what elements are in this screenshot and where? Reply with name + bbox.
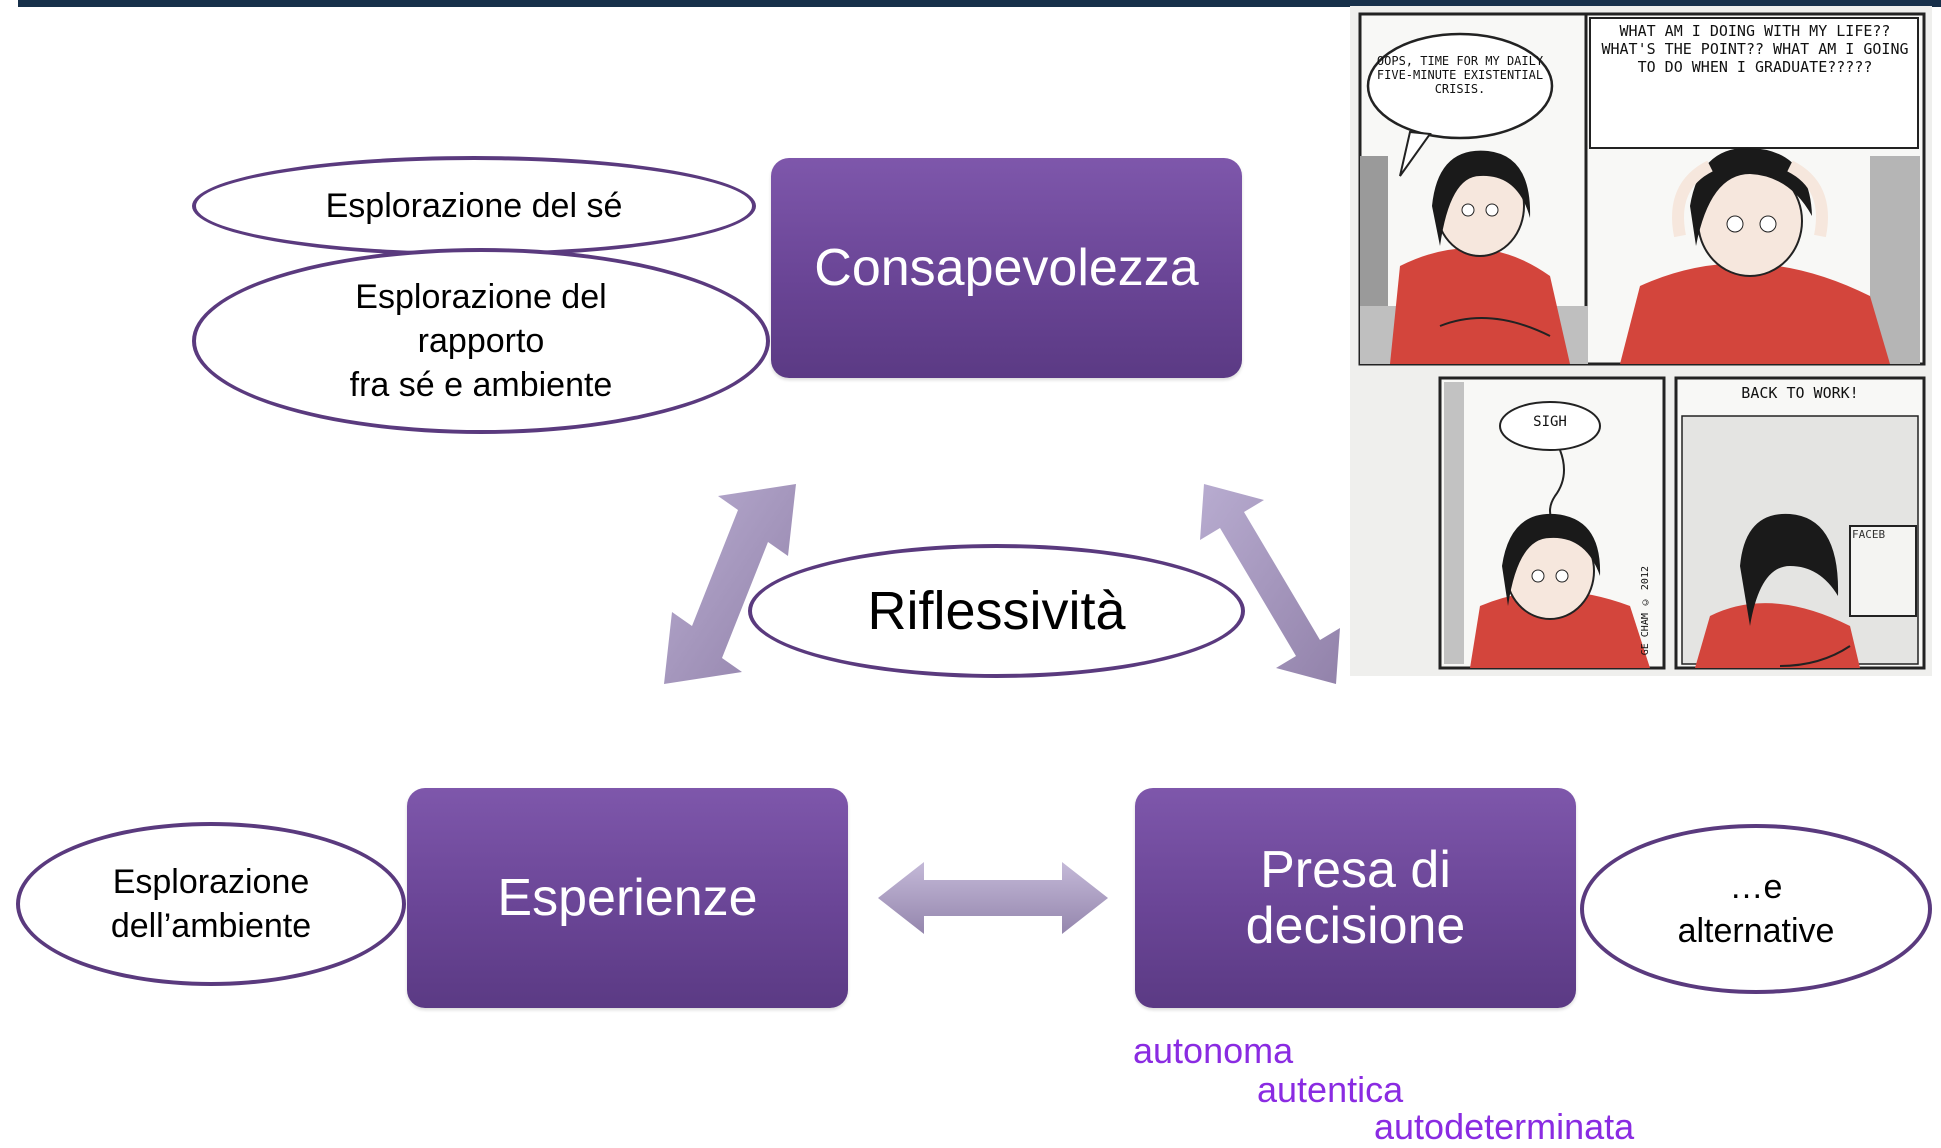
ellipse-alternative-label: …e alternative bbox=[1677, 868, 1835, 950]
comic-drawing: OOPS, TIME FOR MY DAILY FIVE-MINUTE EXIS… bbox=[1350, 6, 1932, 676]
comic-credit: GE CHAM © 2012 bbox=[1640, 566, 1651, 656]
ellipse-esplorazione-ambiente-label: Esplorazione dell’ambiente bbox=[110, 863, 312, 945]
comic-panel-2: WHAT AM I DOING WITH MY LIFE?? WHAT'S TH… bbox=[1589, 17, 1920, 364]
comic-panel-2-caption: WHAT AM I DOING WITH MY LIFE?? WHAT'S TH… bbox=[1601, 22, 1909, 76]
box-presa-di-decisione: Presa di decisione bbox=[1135, 788, 1576, 1008]
box-consapevolezza: Consapevolezza bbox=[771, 158, 1242, 378]
top-bar bbox=[18, 0, 1941, 7]
ellipse-riflessivita-label: Riflessività bbox=[867, 581, 1126, 641]
comic-strip-image: OOPS, TIME FOR MY DAILY FIVE-MINUTE EXIS… bbox=[1350, 6, 1932, 676]
box-esperienze-label: Esperienze bbox=[497, 869, 758, 927]
ellipse-esplorazione-se-label: Esplorazione del sé bbox=[325, 186, 623, 225]
ellipse-alternative: …e alternative bbox=[1580, 824, 1932, 994]
comic-panel-3: SIGH GE CHAM © 2012 bbox=[1444, 382, 1651, 668]
box-consapevolezza-label: Consapevolezza bbox=[814, 239, 1199, 297]
double-arrow-horizontal bbox=[878, 862, 1108, 934]
decision-quality-3: autodeterminata bbox=[1374, 1106, 1635, 1147]
ellipse-esplorazione-rapporto-label: Esplorazione del rapporto fra sé e ambie… bbox=[349, 278, 613, 404]
ellipse-esplorazione-ambiente: Esplorazione dell’ambiente bbox=[16, 822, 406, 986]
ellipse-riflessivita: Riflessività bbox=[748, 544, 1245, 678]
comic-panel-4: BACK TO WORK! FACEB bbox=[1681, 384, 1919, 668]
comic-panel-1-bubble: OOPS, TIME FOR MY DAILY FIVE-MINUTE EXIS… bbox=[1376, 54, 1544, 96]
comic-panel-1: OOPS, TIME FOR MY DAILY FIVE-MINUTE EXIS… bbox=[1360, 32, 1588, 364]
ellipse-esplorazione-rapporto: Esplorazione del rapporto fra sé e ambie… bbox=[192, 248, 770, 434]
box-presa-line1: Presa di bbox=[1260, 841, 1451, 899]
comic-screen-text: FACEB bbox=[1852, 528, 1886, 541]
decision-quality-2: autentica bbox=[1257, 1069, 1404, 1110]
comic-panel-3-bubble: SIGH bbox=[1533, 414, 1567, 430]
decision-quality-1: autonoma bbox=[1133, 1030, 1294, 1071]
box-presa-line2: decisione bbox=[1245, 897, 1466, 955]
comic-panel-4-caption: BACK TO WORK! bbox=[1741, 384, 1859, 402]
box-esperienze: Esperienze bbox=[407, 788, 848, 1008]
ellipse-esplorazione-se: Esplorazione del sé bbox=[192, 156, 756, 256]
